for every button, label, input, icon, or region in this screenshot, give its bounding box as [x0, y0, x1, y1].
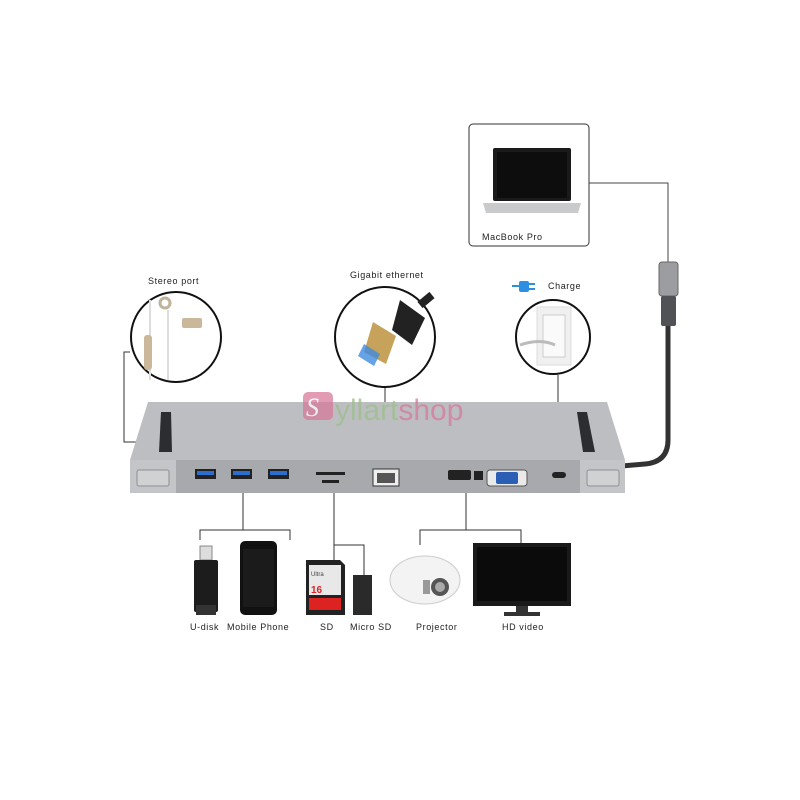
udisk-label: U-disk [190, 622, 219, 632]
hdvideo-label: HD video [502, 622, 544, 632]
usb-c-cable [589, 182, 679, 469]
mini-dp-port [474, 471, 483, 480]
sd-slot [316, 472, 345, 475]
charge-label: Charge [548, 281, 581, 291]
sd-label: SD [320, 622, 334, 632]
laptop-icon [483, 148, 581, 213]
foot-right [577, 412, 595, 452]
hdmi-port [448, 470, 471, 480]
svg-text:yllartshop: yllartshop [335, 394, 463, 427]
sd-capacity: 16 [311, 585, 323, 596]
sd-card-icon: Ultra 16 [306, 560, 345, 615]
stereo-port-callout: Stereo port [130, 276, 222, 383]
phone-label: Mobile Phone [227, 622, 289, 632]
usb-a-port [231, 469, 252, 479]
usb-a-port [268, 469, 289, 479]
sd-brand: Ultra [311, 572, 324, 578]
ethernet-callout: Gigabit ethernet [334, 270, 436, 388]
usb-c-port [552, 472, 566, 478]
earphones-icon [144, 296, 202, 380]
microsd-label: Micro SD [350, 622, 392, 632]
u-disk-icon [194, 545, 218, 615]
stereo-port-label: Stereo port [148, 276, 199, 286]
charger-icon [519, 306, 572, 366]
watermark: S yllartshop [303, 392, 463, 427]
projector-icon [389, 555, 461, 605]
mobile-phone-icon [240, 541, 277, 615]
projector-label: Projector [416, 622, 457, 632]
charge-callout: Charge [512, 281, 591, 375]
micro-sd-icon [353, 575, 372, 615]
hub [130, 402, 625, 493]
monitor-icon [473, 543, 571, 616]
macbook-box: MacBook Pro [468, 123, 590, 247]
ethernet-plug-icon [358, 291, 435, 366]
laptop-label: MacBook Pro [482, 232, 543, 242]
foot-left [159, 412, 172, 452]
microsd-slot [322, 480, 339, 483]
ethernet-label: Gigabit ethernet [350, 270, 424, 280]
svg-text:S: S [306, 393, 319, 422]
power-plug-icon [512, 281, 535, 292]
usb-a-port [195, 469, 216, 479]
